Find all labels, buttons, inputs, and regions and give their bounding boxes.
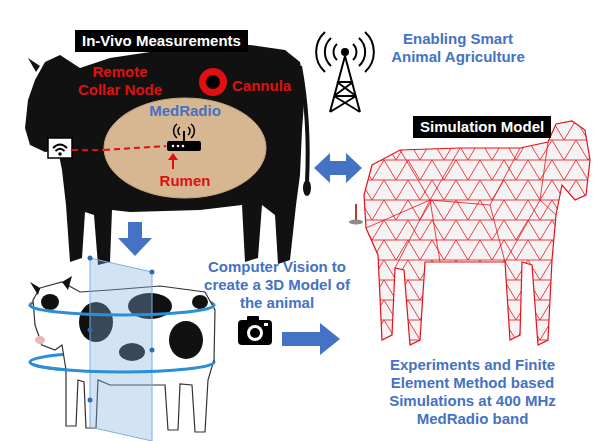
- holstein-cow-part: [192, 295, 208, 309]
- ellipse-outline-part: [168, 153, 178, 160]
- ellipse-outline-part: [167, 141, 201, 151]
- down-arrow: [118, 222, 152, 256]
- tower-icon-part: [316, 32, 374, 72]
- ellipse-outline-part: [104, 98, 266, 198]
- holstein-cow-part: [88, 398, 93, 403]
- holstein-cow-part: [30, 305, 214, 315]
- ellipse-outline-part: [183, 131, 185, 141]
- cow-silhouette-part: [28, 58, 40, 72]
- cannula-symbol-part: [199, 68, 227, 96]
- holstein-cow: [30, 256, 215, 441]
- holstein-cow-part: [30, 362, 214, 372]
- radio-label: MedRadio: [103, 102, 267, 120]
- collar-node-icon-part: [58, 152, 62, 156]
- mesh-model-part: [360, 115, 595, 350]
- annotation-label: Computer Vision to create a 3D Model of …: [197, 258, 357, 312]
- organ-label: Rumen: [103, 172, 267, 190]
- collar-node-icon-part: [53, 145, 67, 152]
- holstein-cow-part: [150, 348, 155, 353]
- tower-icon-part: [334, 44, 357, 60]
- heading-box: Simulation Model: [413, 116, 551, 138]
- wireless-link-line: [72, 149, 104, 151]
- mesh-model-part: [364, 121, 590, 345]
- cow-silhouette-part: [303, 180, 311, 196]
- cannula-symbol: [199, 68, 227, 96]
- cow-silhouette-part: [300, 66, 308, 182]
- ellipse-outline-part: [177, 145, 180, 148]
- mesh-model: [360, 115, 595, 350]
- double-arrow: [314, 153, 362, 183]
- right-arrow: [282, 323, 340, 355]
- cow-silhouette-part: [25, 45, 305, 265]
- camera-icon-part: [264, 323, 268, 326]
- annotation-label: Enabling Smart Animal Agriculture: [378, 30, 538, 66]
- holstein-cow-part: [90, 258, 152, 441]
- annotation-label: Experiments and Finite Element Method ba…: [370, 356, 575, 428]
- holstein-cow-part: [169, 321, 203, 359]
- tower-icon-part: [342, 49, 348, 55]
- heading-text: Simulation Model: [420, 118, 544, 136]
- ellipse-outline-part: [172, 159, 174, 169]
- holstein-cow-part: [88, 256, 93, 261]
- antenna-model-part: [349, 220, 363, 225]
- holstein-cow-part: [41, 294, 59, 310]
- mesh-model-part: [366, 142, 556, 268]
- rumen-ellipse: MedRadioRumen: [103, 97, 267, 199]
- heading-text: In-Vivo Measurements: [82, 32, 241, 50]
- cannula-symbol-part: [206, 75, 220, 89]
- camera-icon: [238, 316, 272, 345]
- camera-icon-part: [250, 328, 260, 338]
- holstein-cow-part: [88, 328, 93, 333]
- tower-icon: [316, 32, 374, 112]
- holstein-cow-part: [35, 336, 45, 344]
- ellipse-outline-part: [172, 145, 175, 148]
- camera-icon-part: [247, 325, 263, 341]
- antenna-model-part: [355, 204, 357, 222]
- ellipse-outline-part: [182, 145, 185, 148]
- camera-icon-part: [238, 320, 272, 345]
- holstein-cow-part: [150, 270, 155, 275]
- collar-node-icon: [48, 138, 72, 158]
- tower-icon-part: [330, 56, 360, 112]
- cow-silhouette: [25, 45, 311, 265]
- annotation-label: Remote Collar Node: [70, 63, 170, 99]
- holstein-cow-part: [30, 276, 72, 295]
- annotation-label: Cannula: [232, 77, 291, 95]
- ellipse-outline-part: [174, 124, 195, 138]
- heading-box: In-Vivo Measurements: [75, 30, 248, 52]
- ellipse-outline-part: [104, 146, 166, 150]
- mesh-model-part: [360, 115, 595, 350]
- collar-node-icon-part: [48, 138, 72, 158]
- antenna-model: [349, 204, 363, 225]
- tower-icon-part: [325, 38, 365, 66]
